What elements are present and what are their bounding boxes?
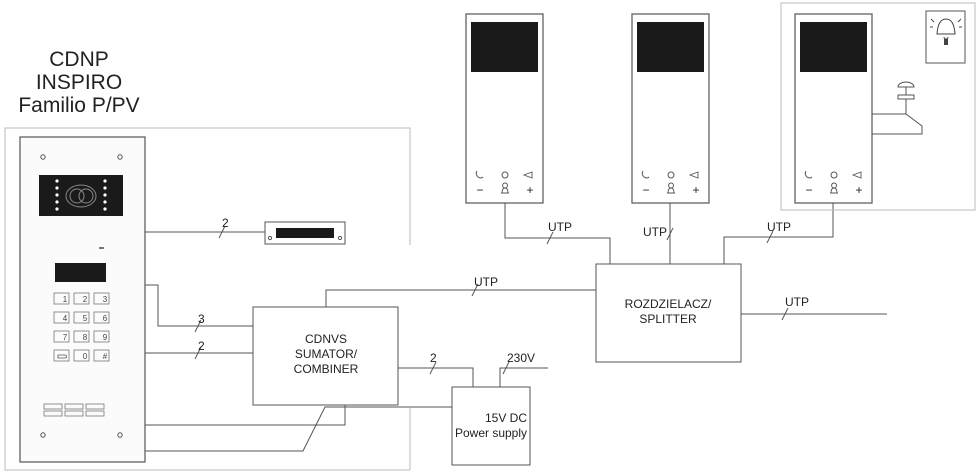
wire-splitter-mon1-tick xyxy=(546,231,554,245)
key-0: 0 xyxy=(83,352,88,361)
key-2: 2 xyxy=(83,295,88,304)
wire-power-in-tick xyxy=(502,361,510,375)
apartment-enclosure xyxy=(780,2,976,211)
bell-unit xyxy=(925,10,966,64)
panel-enclosure xyxy=(4,127,411,471)
wire-power-in-label: 230V xyxy=(507,351,535,365)
system-title-line2: INSPIRO xyxy=(36,71,122,94)
wire-splitter-mon2-tick xyxy=(666,227,674,241)
key-1: 1 xyxy=(63,295,68,304)
camera-module xyxy=(39,175,123,216)
panel-indicator xyxy=(99,247,104,249)
key-9: 9 xyxy=(103,333,108,342)
keypad: 1 2 3 4 5 6 7 8 9 0 # xyxy=(53,292,110,362)
panel-display xyxy=(55,263,106,282)
key-bell-icon xyxy=(57,354,67,359)
wire-panel-combiner-a-label: 3 xyxy=(198,312,205,326)
doorbell-button xyxy=(897,81,915,114)
wire-panel-bottom-b xyxy=(145,406,455,452)
door-panel: 1 2 3 4 5 6 7 8 9 0 # xyxy=(19,136,146,463)
splitter-box xyxy=(595,263,742,363)
wire-splitter-out-label: UTP xyxy=(785,295,809,309)
volume-up-label: + xyxy=(526,183,533,197)
phone-icon xyxy=(475,170,484,179)
key-icon xyxy=(688,171,699,179)
wire-panel-combiner-a xyxy=(145,284,253,327)
key-7: 7 xyxy=(63,333,68,342)
key-4: 4 xyxy=(63,314,68,323)
monitor-3: − + xyxy=(794,13,873,204)
volume-down-label: − xyxy=(642,183,649,197)
wire-power-in xyxy=(499,367,548,387)
monitor-1: − + xyxy=(465,13,544,204)
user-icon xyxy=(501,182,509,194)
volume-down-label: − xyxy=(476,183,483,197)
wire-splitter-mon3 xyxy=(723,203,834,264)
system-title-line1: CDNP xyxy=(49,48,109,71)
name-tags xyxy=(43,403,105,417)
phone-icon xyxy=(641,170,650,179)
volume-up-label: + xyxy=(855,183,862,197)
key-6: 6 xyxy=(103,314,108,323)
wire-splitter-mon3-tick xyxy=(766,230,774,244)
wire-combiner-splitter-tick xyxy=(471,283,479,297)
wire-splitter-mon2-label: UTP xyxy=(643,225,667,239)
wire-lock-tick xyxy=(218,225,226,239)
combiner-box xyxy=(252,306,399,406)
splitter-label-line2: SPLITTER xyxy=(639,312,697,326)
talk-button-icon xyxy=(501,171,509,179)
user-icon xyxy=(667,182,675,194)
talk-button-icon xyxy=(830,171,838,179)
monitor-2: − + xyxy=(631,13,710,204)
electric-lock xyxy=(264,221,346,245)
combiner-label-line2: SUMATOR/ xyxy=(295,347,358,361)
phone-icon xyxy=(804,170,813,179)
system-title-line3: Familio P/PV xyxy=(18,94,139,117)
wire-splitter-mon1 xyxy=(504,203,611,264)
key-icon xyxy=(851,171,862,179)
wire-combiner-power-label: 2 xyxy=(430,351,437,365)
wire-lock-label: 2 xyxy=(222,216,229,230)
key-hash: # xyxy=(103,352,108,361)
combiner-label-line1: CDNVS xyxy=(305,332,347,346)
wire-combiner-power xyxy=(398,367,474,387)
wire-combiner-splitter-label: UTP xyxy=(474,275,498,289)
wire-doorbell xyxy=(872,113,923,135)
wire-panel-combiner-a-tick xyxy=(194,319,202,333)
wire-splitter-mon3-label: UTP xyxy=(767,220,791,234)
key-icon xyxy=(522,171,533,179)
splitter-label-line1: ROZDZIELACZ/ xyxy=(625,297,712,311)
key-3: 3 xyxy=(103,295,108,304)
volume-down-label: − xyxy=(805,183,812,197)
wire-combiner-power-tick xyxy=(429,361,437,375)
key-5: 5 xyxy=(83,314,88,323)
wire-panel-combiner-b-tick xyxy=(194,346,202,360)
power-supply-label-line2: Power supply xyxy=(455,426,527,440)
bell-sound-icon xyxy=(930,18,962,28)
volume-up-label: + xyxy=(692,183,699,197)
talk-button-icon xyxy=(667,171,675,179)
combiner-label-line3: COMBINER xyxy=(294,362,359,376)
wire-panel-bottom-a xyxy=(145,405,346,426)
power-supply-box xyxy=(451,386,531,466)
key-8: 8 xyxy=(83,333,88,342)
power-supply-label-line1: 15V DC xyxy=(485,411,527,425)
user-icon xyxy=(830,182,838,194)
wire-splitter-out-tick xyxy=(781,307,789,321)
wire-panel-combiner-b-label: 2 xyxy=(198,339,205,353)
wire-splitter-mon1-label: UTP xyxy=(548,220,572,234)
wire-combiner-splitter xyxy=(325,289,596,307)
